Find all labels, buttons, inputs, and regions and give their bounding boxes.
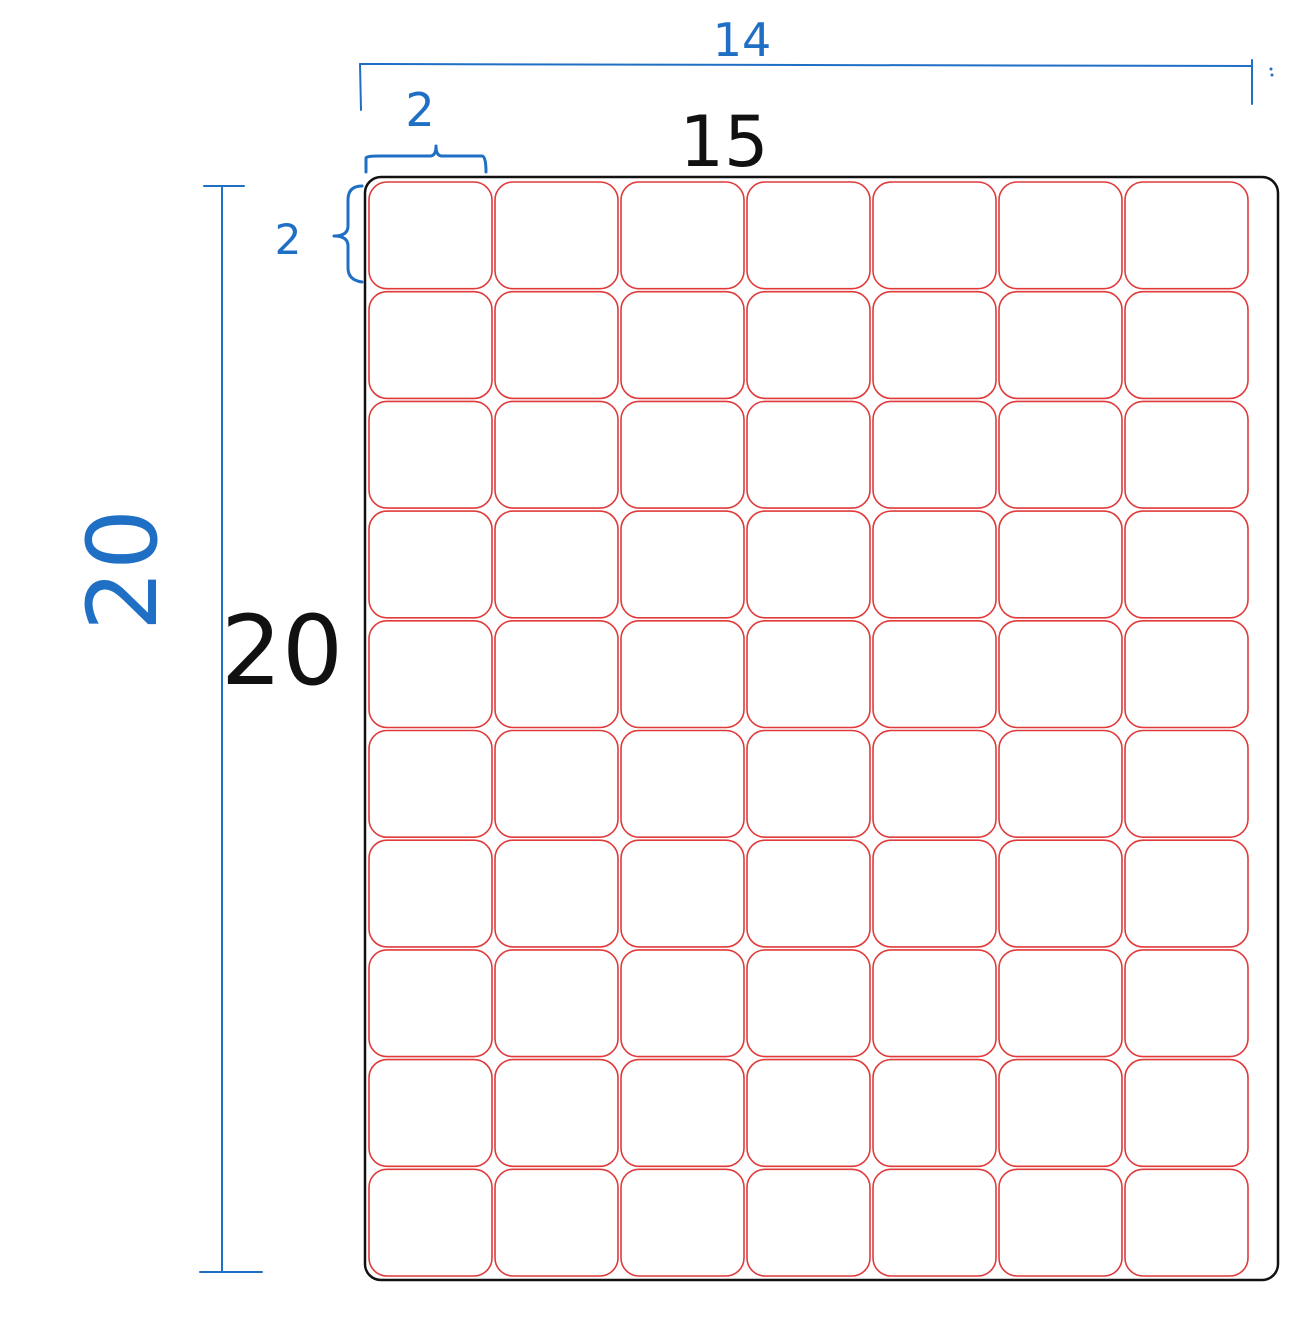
grid-cell xyxy=(620,181,745,290)
grid-cell xyxy=(368,839,493,948)
grid-cell xyxy=(872,839,997,948)
grid-cell xyxy=(872,729,997,838)
grid-cell xyxy=(872,1168,997,1277)
grid-cell xyxy=(620,729,745,838)
grid-cell xyxy=(620,839,745,948)
outer-height-dimension xyxy=(199,185,263,1273)
grid-cell xyxy=(494,1058,619,1168)
grid-cell xyxy=(368,400,493,509)
grid-cell xyxy=(1124,1058,1249,1168)
grid-cell xyxy=(998,510,1123,619)
grid-cell xyxy=(1124,181,1249,290)
outer-height-label: 20 xyxy=(67,509,179,631)
grid-cell xyxy=(1124,839,1249,948)
grid-cell xyxy=(620,949,745,1058)
grid-cell xyxy=(998,619,1123,729)
grid-cell xyxy=(368,729,493,838)
grid-cell xyxy=(368,1168,493,1277)
grid-cell xyxy=(494,181,619,290)
cell-width-brace xyxy=(364,144,488,174)
grid-cell xyxy=(620,510,745,619)
grid-cell xyxy=(872,1058,997,1168)
grid-cell xyxy=(998,1168,1123,1277)
grid-cell xyxy=(494,949,619,1058)
grid-cell xyxy=(368,181,493,290)
cell-height-label: 2 xyxy=(275,215,302,264)
grid-cell xyxy=(746,400,871,509)
grid-cell xyxy=(998,181,1123,290)
cell-grid xyxy=(368,181,1249,1277)
grid-cell xyxy=(998,1058,1123,1168)
grid-cell xyxy=(746,1058,871,1168)
sheet-width-label: 15 xyxy=(679,101,768,183)
grid-cell xyxy=(1124,619,1249,729)
grid-cell xyxy=(998,729,1123,838)
grid-cell xyxy=(998,400,1123,509)
grid-cell xyxy=(494,729,619,838)
grid-cell xyxy=(1124,510,1249,619)
grid-cell xyxy=(872,400,997,509)
grid-cell xyxy=(1124,949,1249,1058)
grid-cell xyxy=(872,510,997,619)
outer-width-dimension xyxy=(359,59,1274,111)
cell-width-label: 2 xyxy=(405,83,434,137)
grid-cell xyxy=(872,619,997,729)
grid-cell xyxy=(746,510,871,619)
grid-cell xyxy=(1124,400,1249,509)
grid-cell xyxy=(620,290,745,400)
grid-cell xyxy=(368,949,493,1058)
grid-cell xyxy=(620,1058,745,1168)
grid-cell xyxy=(746,181,871,290)
grid-cell xyxy=(494,1168,619,1277)
grid-cell xyxy=(746,290,871,400)
grid-cell xyxy=(872,949,997,1058)
grid-cell xyxy=(1124,729,1249,838)
grid-cell xyxy=(998,290,1123,400)
grid-cell xyxy=(746,1168,871,1277)
grid-cell xyxy=(620,400,745,509)
grid-cell xyxy=(872,290,997,400)
grid-cell xyxy=(494,619,619,729)
grid-cell xyxy=(872,181,997,290)
grid-cell xyxy=(368,1058,493,1168)
grid-cell xyxy=(620,1168,745,1277)
grid-cell xyxy=(1124,290,1249,400)
grid-cell xyxy=(368,290,493,400)
grid-cell xyxy=(368,619,493,729)
grid-cell xyxy=(746,839,871,948)
grid-cell xyxy=(1124,1168,1249,1277)
grid-cell xyxy=(494,400,619,509)
cell-height-brace xyxy=(332,184,364,284)
sheet-outline xyxy=(363,175,1280,1282)
grid-cell xyxy=(494,839,619,948)
grid-cell xyxy=(368,510,493,619)
grid-cell xyxy=(998,949,1123,1058)
grid-cell xyxy=(746,729,871,838)
grid-cell xyxy=(746,619,871,729)
grid-cell xyxy=(620,619,745,729)
grid-cell xyxy=(494,290,619,400)
sheet-height-label: 20 xyxy=(221,595,343,707)
grid-cell xyxy=(746,949,871,1058)
grid-cell xyxy=(998,839,1123,948)
grid-cell xyxy=(494,510,619,619)
outer-width-label: 14 xyxy=(713,13,772,67)
